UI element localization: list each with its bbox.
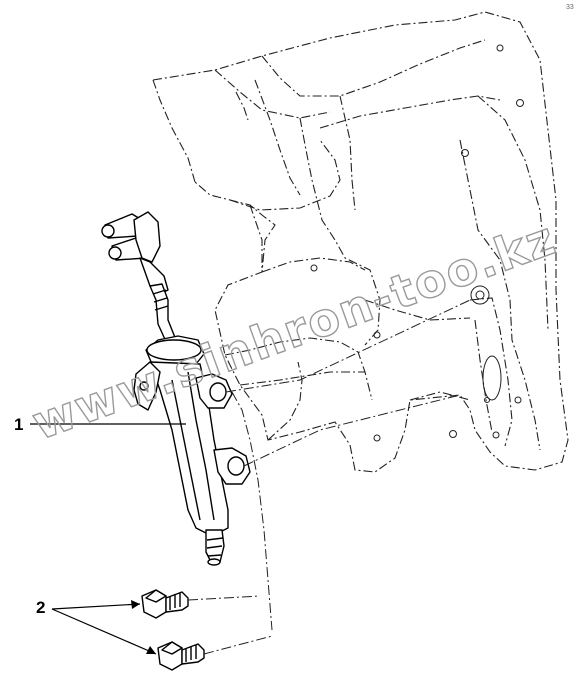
callout-2-leader-upper	[51, 603, 141, 610]
arrowhead-upper	[131, 600, 140, 609]
bracket-holes	[310, 44, 524, 442]
clutch-cylinder	[101, 211, 251, 566]
arrowhead-lower	[146, 646, 156, 654]
callout-2: 2	[36, 598, 157, 655]
bolt-upper	[141, 589, 189, 619]
callout-2-label: 2	[36, 598, 45, 617]
bolt-lower	[157, 641, 205, 671]
alignment-lines	[187, 299, 471, 655]
corner-mark: 33	[566, 4, 574, 11]
bracket-plate	[152, 11, 569, 473]
callout-1-label: 1	[14, 415, 23, 434]
watermark-text: www.sinhron-too.kz	[25, 211, 563, 451]
mounting-bolts	[141, 589, 205, 671]
callout-2-leader-lower	[51, 608, 157, 655]
callout-1: 1	[14, 415, 186, 434]
